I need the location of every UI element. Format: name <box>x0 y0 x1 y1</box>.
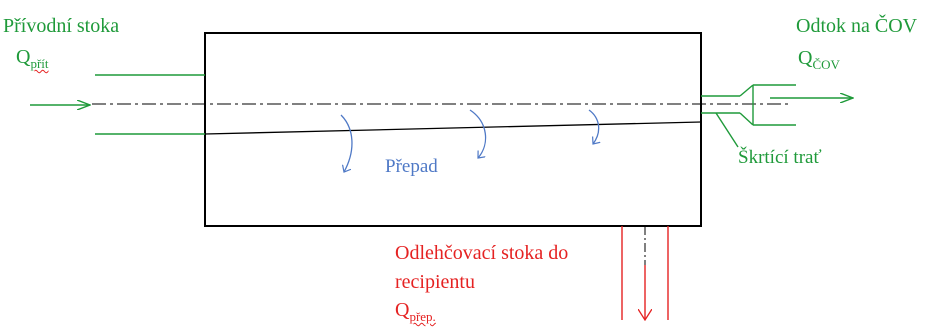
throttle-leader <box>715 112 739 148</box>
outlet-flow-label: QČOV <box>798 48 840 71</box>
overflow-arrow-1 <box>340 114 353 172</box>
relief-sewer-pipe <box>621 226 669 320</box>
inlet-flow-subscript: přít <box>30 56 49 71</box>
inlet-flow-label: Qpřít <box>16 47 49 70</box>
overflow-arrows <box>340 109 599 172</box>
overflow-arrow-2 <box>469 109 487 158</box>
outlet-flow-symbol: Q <box>798 47 813 69</box>
chamber-outline <box>204 32 702 227</box>
throttle-label: Škrtící trať <box>738 147 822 168</box>
outlet-flow-subscript: ČOV <box>812 57 840 72</box>
relief-flow-symbol: Q <box>395 299 410 321</box>
inlet-title-label: Přívodní stoka <box>3 15 120 37</box>
inlet-pipe <box>30 74 205 135</box>
overflow-chamber <box>204 32 702 227</box>
relief-flow-subscript: přep. <box>409 309 436 324</box>
overflow-arrow-3 <box>588 109 599 144</box>
inlet-flow-symbol: Q <box>16 46 31 68</box>
relief-sewer-label-line2: recipientu <box>395 271 475 293</box>
throttle-section <box>701 84 853 148</box>
outlet-title-label: Odtok na ČOV <box>796 15 918 37</box>
relief-sewer-label-line1: Odlehčovací stoka do <box>395 242 569 264</box>
overflow-weir <box>204 121 702 135</box>
relief-flow-label: Qpřep. <box>395 300 436 323</box>
overflow-label: Přepad <box>385 156 438 177</box>
